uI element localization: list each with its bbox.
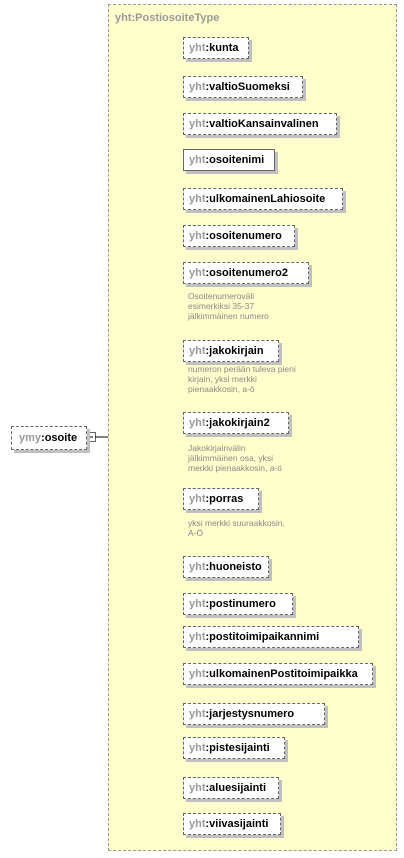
- element-prefix: yht: [189, 631, 206, 643]
- element-colon: :: [205, 193, 210, 205]
- element-osoitenumero[interactable]: yht:osoitenumero: [183, 225, 295, 247]
- element-pistesijainti[interactable]: yht:pistesijainti: [183, 737, 285, 759]
- element-name: osoitenimi: [209, 154, 265, 166]
- element-prefix: yht: [189, 230, 206, 242]
- element-colon: :: [205, 154, 210, 166]
- element-colon: :: [205, 742, 210, 754]
- element-name: viivasijainti: [209, 818, 269, 830]
- element-osoitenumero2[interactable]: yht:osoitenumero2: [183, 262, 309, 284]
- element-colon: :: [205, 230, 210, 242]
- root-element-osoite[interactable]: ymy:osoite: [11, 426, 87, 450]
- element-porras[interactable]: yht:porras: [183, 488, 259, 510]
- element-description: numeron perään tuleva pieni kirjain, yks…: [188, 364, 296, 394]
- element-colon: :: [205, 561, 210, 573]
- root-name: osoite: [44, 432, 78, 444]
- element-name: porras: [209, 493, 244, 505]
- element-prefix: yht: [189, 742, 206, 754]
- element-huoneisto[interactable]: yht:huoneisto: [183, 556, 269, 578]
- element-name: jarjestysnumero: [209, 708, 295, 720]
- element-prefix: yht: [189, 598, 206, 610]
- element-colon: :: [205, 493, 210, 505]
- element-name: ulkomainenPostitoimipaikka: [209, 668, 358, 680]
- element-prefix: yht: [189, 782, 206, 794]
- element-prefix: yht: [189, 561, 206, 573]
- element-description: yksi merkki suuraakkosin, A-Ö: [188, 518, 285, 538]
- element-prefix: yht: [189, 81, 206, 93]
- element-colon: :: [205, 818, 210, 830]
- element-name: jakokirjain: [209, 345, 264, 357]
- element-name: postitoimipaikannimi: [209, 631, 320, 643]
- element-ulkomainenPostitoimipaikka[interactable]: yht:ulkomainenPostitoimipaikka: [183, 663, 373, 685]
- element-prefix: yht: [189, 708, 206, 720]
- element-jakokirjain[interactable]: yht:jakokirjain: [183, 340, 279, 362]
- element-prefix: yht: [189, 267, 206, 279]
- element-colon: :: [205, 631, 210, 643]
- element-ulkomainenLahiosoite[interactable]: yht:ulkomainenLahiosoite: [183, 188, 343, 210]
- element-colon: :: [205, 417, 210, 429]
- element-prefix: yht: [189, 118, 206, 130]
- element-colon: :: [205, 42, 210, 54]
- element-name: osoitenumero2: [209, 267, 289, 279]
- element-colon: :: [205, 118, 210, 130]
- type-title: yht:PostiosoiteType: [115, 12, 220, 24]
- root-colon: :: [41, 432, 45, 444]
- element-name: valtioSuomeksi: [209, 81, 290, 93]
- element-colon: :: [205, 782, 210, 794]
- element-prefix: yht: [189, 42, 206, 54]
- element-colon: :: [205, 598, 210, 610]
- element-name: kunta: [209, 42, 239, 54]
- element-prefix: yht: [189, 193, 206, 205]
- element-name: osoitenumero: [209, 230, 282, 242]
- element-valtioKansainvalinen[interactable]: yht:valtioKansainvalinen: [183, 113, 337, 135]
- element-prefix: yht: [189, 493, 206, 505]
- element-colon: :: [205, 345, 210, 357]
- element-colon: :: [205, 267, 210, 279]
- element-name: valtioKansainvalinen: [209, 118, 319, 130]
- element-name: jakokirjain2: [209, 417, 270, 429]
- element-name: postinumero: [209, 598, 276, 610]
- element-description: Jakokirjainvälin jälkimmäinen osa, yksi …: [188, 443, 283, 473]
- element-colon: :: [205, 81, 210, 93]
- element-name: huoneisto: [209, 561, 262, 573]
- element-postitoimipaikannimi[interactable]: yht:postitoimipaikannimi: [183, 626, 359, 648]
- element-jakokirjain2[interactable]: yht:jakokirjain2: [183, 412, 289, 434]
- root-prefix: ymy: [19, 432, 42, 444]
- element-name: pistesijainti: [209, 742, 270, 754]
- element-description: Osoitenumeroväli esimerkiksi 35-37 jälki…: [188, 291, 269, 321]
- element-valtioSuomeksi[interactable]: yht:valtioSuomeksi: [183, 76, 303, 98]
- element-prefix: yht: [189, 154, 206, 166]
- element-prefix: yht: [189, 345, 206, 357]
- element-kunta[interactable]: yht:kunta: [183, 37, 249, 59]
- element-prefix: yht: [189, 668, 206, 680]
- element-colon: :: [205, 708, 210, 720]
- element-postinumero[interactable]: yht:postinumero: [183, 593, 293, 615]
- element-prefix: yht: [189, 417, 206, 429]
- element-name: aluesijainti: [209, 782, 267, 794]
- element-jarjestysnumero[interactable]: yht:jarjestysnumero: [183, 703, 325, 725]
- element-prefix: yht: [189, 818, 206, 830]
- element-viivasijainti[interactable]: yht:viivasijainti: [183, 813, 281, 835]
- element-osoitenimi[interactable]: yht:osoitenimi: [183, 149, 275, 171]
- element-aluesijainti[interactable]: yht:aluesijainti: [183, 777, 279, 799]
- element-name: ulkomainenLahiosoite: [209, 193, 326, 205]
- element-colon: :: [205, 668, 210, 680]
